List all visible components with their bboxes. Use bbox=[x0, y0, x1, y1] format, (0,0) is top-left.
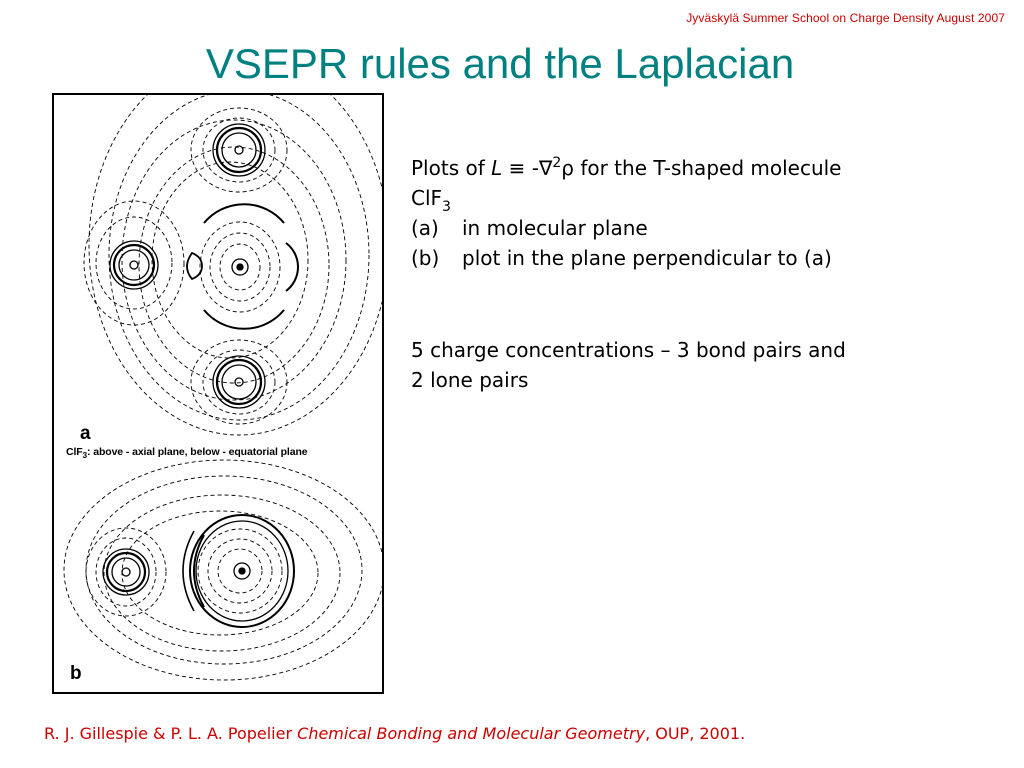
plot-description-line: Plots of L ≡ -∇2ρ for the T-shaped molec… bbox=[411, 155, 842, 180]
list-item: (b)plot in the plane perpendicular to (a… bbox=[411, 246, 832, 270]
reference-citation: R. J. Gillespie & P. L. A. Popelier Chem… bbox=[44, 724, 746, 743]
figure-caption: ClF3: above - axial plane, below - equat… bbox=[66, 446, 308, 461]
panel-a-label: a bbox=[80, 423, 91, 444]
contour-plot-svg bbox=[63, 95, 382, 681]
laplacian-contour-figure: a ClF3: above - axial plane, below - equ… bbox=[52, 93, 384, 694]
slide-title: VSEPR rules and the Laplacian bbox=[205, 40, 795, 87]
header-note: Jyväskylä Summer School on Charge Densit… bbox=[686, 11, 1005, 25]
list-item: (a)in molecular plane bbox=[411, 216, 648, 240]
description-text: Plots of L ≡ -∇2ρ for the T-shaped molec… bbox=[411, 153, 931, 395]
summary-line-2: 2 lone pairs bbox=[411, 368, 529, 392]
panel-b-label: b bbox=[70, 663, 82, 684]
molecule-formula: ClF3 bbox=[411, 186, 451, 215]
summary-line-1: 5 charge concentrations – 3 bond pairs a… bbox=[411, 338, 846, 362]
